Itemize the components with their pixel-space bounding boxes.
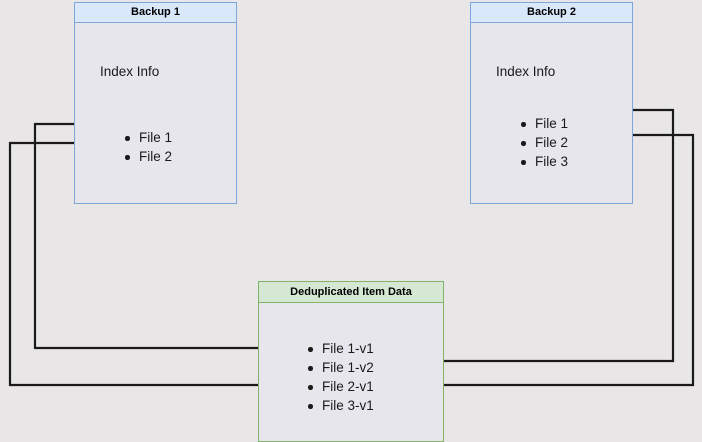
node-backup-1-caption: Index Info xyxy=(100,64,160,79)
list-item[interactable]: File 2-v1 xyxy=(305,377,374,396)
node-backup-2[interactable]: Backup 2 Index Info File 1 File 2 File 3 xyxy=(470,2,633,204)
list-item[interactable]: File 1 xyxy=(518,114,568,133)
node-backup-1-header: Backup 1 xyxy=(75,3,236,23)
node-backup-2-file-list: File 1 File 2 File 3 xyxy=(518,114,568,171)
node-backup-2-caption: Index Info xyxy=(496,64,556,79)
list-item[interactable]: File 1 xyxy=(122,128,172,147)
node-deduplicated-item-data-header: Deduplicated Item Data xyxy=(259,282,443,303)
list-item[interactable]: File 1-v1 xyxy=(305,339,374,358)
node-backup-1-file-list: File 1 File 2 xyxy=(122,128,172,166)
list-item[interactable]: File 1-v2 xyxy=(305,358,374,377)
node-backup-2-body: Index Info File 1 File 2 File 3 xyxy=(471,23,632,203)
list-item[interactable]: File 2 xyxy=(122,147,172,166)
node-deduplicated-item-data-file-list: File 1-v1 File 1-v2 File 2-v1 File 3-v1 xyxy=(305,339,374,415)
list-item[interactable]: File 2 xyxy=(518,133,568,152)
node-backup-1-body: Index Info File 1 File 2 xyxy=(75,23,236,203)
node-deduplicated-item-data-body: File 1-v1 File 1-v2 File 2-v1 File 3-v1 xyxy=(259,303,443,442)
list-item[interactable]: File 3-v1 xyxy=(305,396,374,415)
list-item[interactable]: File 3 xyxy=(518,152,568,171)
node-backup-2-header: Backup 2 xyxy=(471,3,632,23)
node-deduplicated-item-data[interactable]: Deduplicated Item Data File 1-v1 File 1-… xyxy=(258,281,444,442)
node-backup-1[interactable]: Backup 1 Index Info File 1 File 2 xyxy=(74,2,237,204)
